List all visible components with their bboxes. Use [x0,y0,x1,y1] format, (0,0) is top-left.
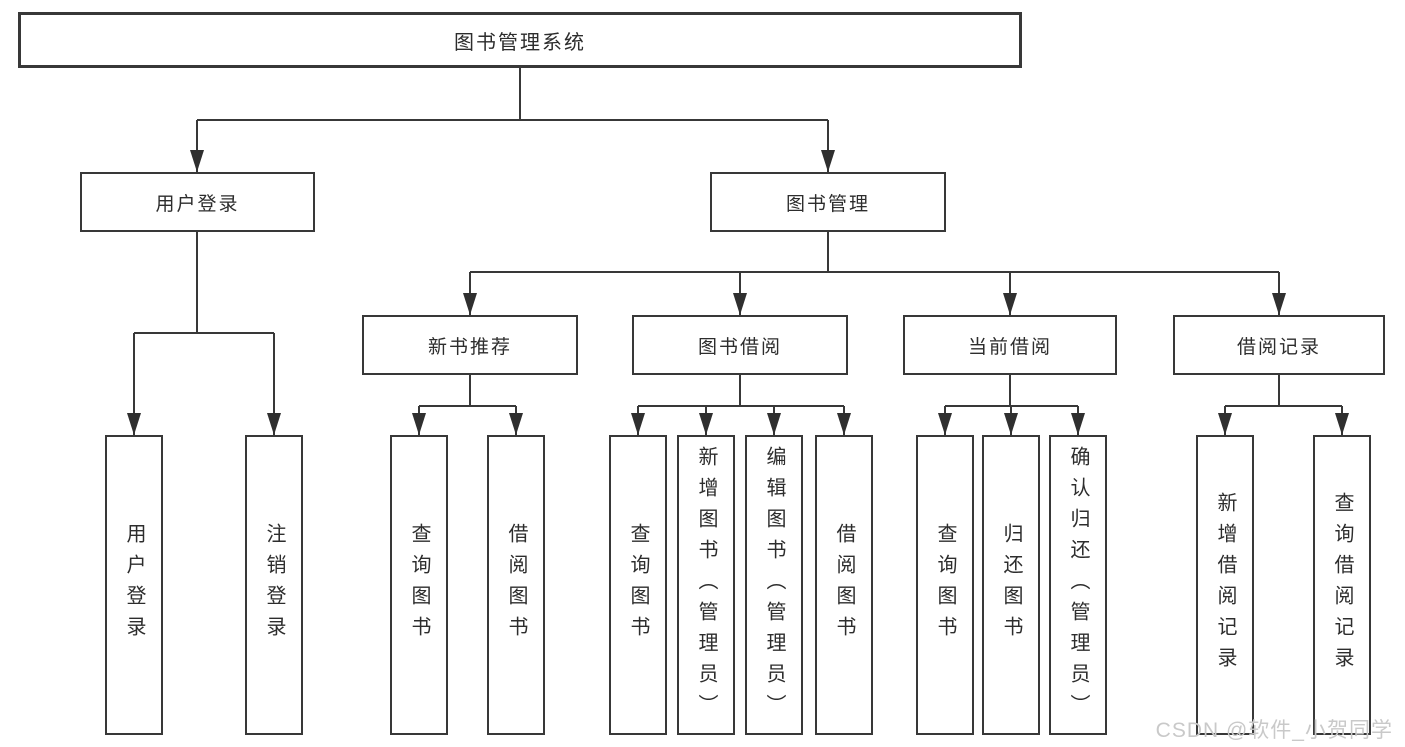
arrow-down-icon [127,413,141,435]
csdn-watermark: CSDN @软件_小贺同学 [1155,719,1393,742]
node-borrow-records: 借阅记录 [1173,315,1385,375]
leaf-label: 借阅图书 [833,523,855,647]
connector-borrow-to-leaves [637,375,845,435]
arrow-down-icon [837,413,851,435]
leaf-borrow-books: 借阅图书 [815,435,873,735]
leaf-label: 注销登录 [263,523,285,647]
arrow-down-icon [1218,413,1232,435]
connector-records-to-leaves [1224,375,1343,435]
leaf-label: 查询图书 [934,523,956,647]
node-current-borrow: 当前借阅 [903,315,1117,375]
arrow-down-icon [733,293,747,315]
leaf-confirm-return-admin: 确认归还（管理员） [1049,435,1107,735]
arrow-down-icon [767,413,781,435]
arrow-down-icon [412,413,426,435]
arrow-down-icon [1272,293,1286,315]
leaf-label: 新增图书（管理员） [695,445,717,725]
leaf-label: 借阅图书 [505,523,527,647]
arrow-down-icon [699,413,713,435]
connector-arrowheads [127,150,1349,435]
leaf-label: 查询借阅记录 [1331,492,1353,678]
arrow-down-icon [1003,293,1017,315]
leaf-label: 用户登录 [123,523,145,647]
node-user-login: 用户登录 [80,172,315,232]
arrow-down-icon [938,413,952,435]
leaf-return-books: 归还图书 [982,435,1040,735]
arrow-down-icon [1335,413,1349,435]
node-book-borrow: 图书借阅 [632,315,848,375]
leaf-label: 新增借阅记录 [1214,492,1236,678]
leaf-label: 归还图书 [1000,523,1022,647]
arrow-down-icon [463,293,477,315]
leaf-label: 查询图书 [408,523,430,647]
connector-root-to-level1 [196,68,829,172]
leaf-logout: 注销登录 [245,435,303,735]
node-new-book-recommend: 新书推荐 [362,315,578,375]
leaf-label: 确认归还（管理员） [1067,445,1089,725]
leaf-borrow-books-recommend: 借阅图书 [487,435,545,735]
arrow-down-icon [1004,413,1018,435]
connector-userlogin-to-leaves [133,232,275,435]
connector-recommend-to-leaves [418,375,517,435]
node-book-management: 图书管理 [710,172,946,232]
leaf-query-books-borrow: 查询图书 [609,435,667,735]
leaf-query-borrow-record: 查询借阅记录 [1313,435,1371,735]
leaf-query-books-current: 查询图书 [916,435,974,735]
arrow-down-icon [190,150,204,172]
node-library-management-system: 图书管理系统 [18,12,1022,68]
arrow-down-icon [1071,413,1085,435]
leaf-label: 编辑图书（管理员） [763,445,785,725]
arrow-down-icon [509,413,523,435]
arrow-down-icon [267,413,281,435]
arrow-down-icon [631,413,645,435]
connector-bookmgmt-to-level2 [469,232,1280,315]
leaf-edit-books-admin: 编辑图书（管理员） [745,435,803,735]
leaf-query-books-recommend: 查询图书 [390,435,448,735]
leaf-user-login: 用户登录 [105,435,163,735]
leaf-add-borrow-record: 新增借阅记录 [1196,435,1254,735]
leaf-add-books-admin: 新增图书（管理员） [677,435,735,735]
arrow-down-icon [821,150,835,172]
connector-paths [133,68,1343,435]
leaf-label: 查询图书 [627,523,649,647]
